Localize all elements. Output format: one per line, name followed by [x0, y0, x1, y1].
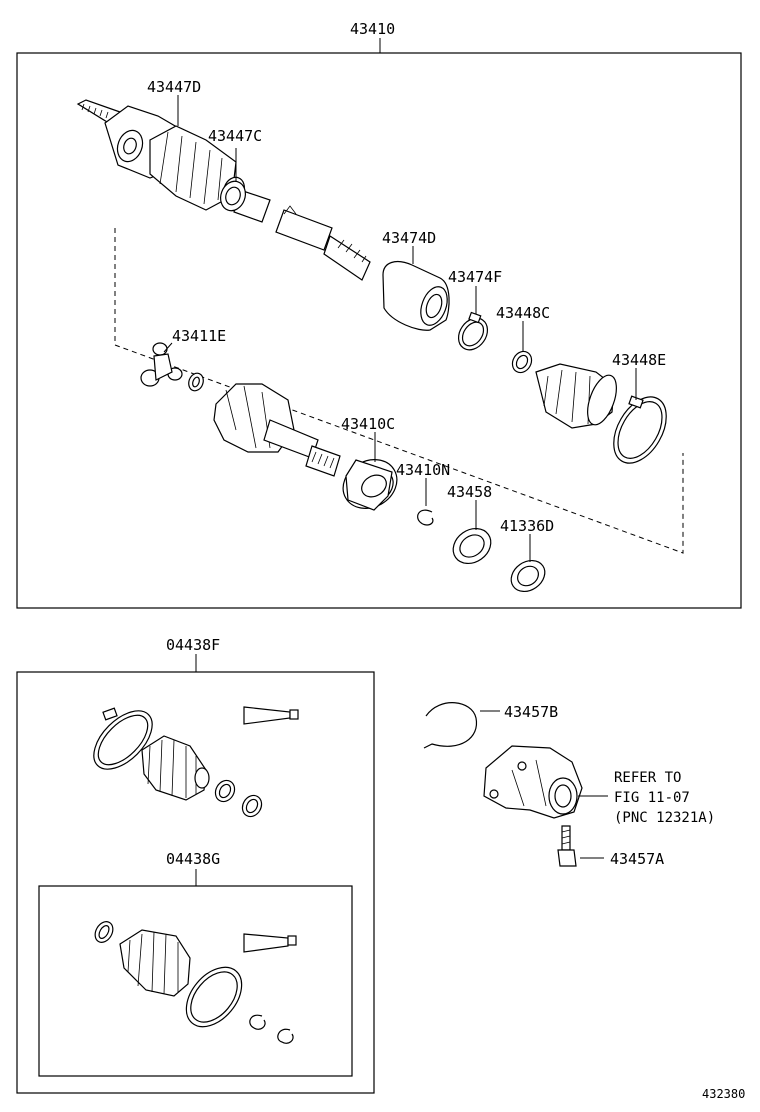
label-43410: 43410	[350, 20, 395, 38]
label-41336D: 41336D	[500, 517, 554, 535]
inner-boot	[535, 363, 617, 429]
kit-inner-group: 04438G	[38, 850, 353, 1077]
label-43410C: 43410C	[341, 415, 395, 433]
assembly-frame	[16, 52, 742, 609]
label-43474F: 43474F	[448, 268, 502, 286]
figure-number: 432380	[702, 1087, 745, 1101]
assembly-group: 43410	[16, 20, 742, 609]
label-43474D: 43474D	[382, 229, 436, 247]
bearing	[342, 432, 398, 511]
label-04438G: 04438G	[166, 850, 220, 868]
seal-41336D	[510, 534, 546, 593]
label-04438F: 04438F	[166, 636, 220, 654]
label-43447C: 43447C	[208, 127, 262, 145]
seal-43458	[452, 500, 492, 565]
note-line-2: FIG 11-07	[614, 790, 690, 806]
tripod	[140, 342, 204, 392]
note-line-1: REFER TO	[614, 770, 681, 786]
note-line-3: (PNC 12321A)	[614, 810, 715, 826]
inner-boot-clamp	[613, 368, 667, 464]
kit-outer-group: 04438F	[16, 636, 375, 1094]
label-43448E: 43448E	[612, 351, 666, 369]
damper-clamp	[457, 286, 489, 351]
outer-clamp	[220, 148, 246, 212]
label-43458: 43458	[447, 483, 492, 501]
kit-inner-frame	[38, 885, 353, 1077]
inner-clamp-small	[511, 321, 533, 374]
label-43410N: 43410N	[396, 461, 450, 479]
bracket-group: 43457B 43457A REFER TO FIG 11-07 (PNC 12…	[423, 702, 715, 868]
inner-cv-joint	[213, 383, 341, 477]
damper	[382, 246, 450, 331]
label-43457B: 43457B	[504, 703, 558, 721]
label-43448C: 43448C	[496, 304, 550, 322]
label-43411E: 43411E	[172, 327, 226, 345]
snap-ring	[417, 478, 434, 526]
label-43447D: 43447D	[147, 78, 201, 96]
inner-group-dashed-outline	[114, 228, 684, 554]
label-43457A: 43457A	[610, 850, 664, 868]
